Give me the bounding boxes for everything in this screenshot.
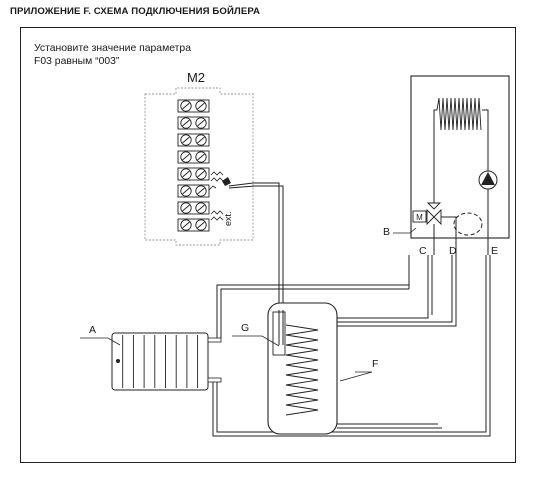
terminal-block-m2: M2 ext. <box>144 70 254 246</box>
label-f: F <box>372 358 378 370</box>
label-e: E <box>491 245 498 257</box>
label-g: G <box>241 322 249 334</box>
sensor-symbol <box>208 171 224 221</box>
terminal-screws <box>177 99 210 232</box>
instruction-line-1: Установите значение параметра <box>34 43 191 54</box>
three-way-valve-icon <box>426 208 442 226</box>
callouts <box>80 227 417 382</box>
ext-label: ext. <box>223 211 233 226</box>
pipework <box>212 255 491 437</box>
label-d: D <box>449 245 457 257</box>
radiator <box>111 332 222 391</box>
valve-motor-box <box>412 210 427 223</box>
label-a: A <box>89 324 96 336</box>
label-b: B <box>383 226 390 238</box>
hot-water-cylinder <box>267 302 338 435</box>
boiler-unit: M <box>410 75 510 255</box>
diagram-frame <box>20 27 516 463</box>
page-heading: ПРИЛОЖЕНИЕ F. СХЕМА ПОДКЛЮЧЕНИЯ БОЙЛЕРА <box>10 6 261 17</box>
probe-connector-icon <box>222 177 231 186</box>
expansion-vessel-outline <box>453 212 483 236</box>
label-c: C <box>419 245 427 257</box>
svg-text:M: M <box>416 213 423 222</box>
instruction-line-2: F03 равным “003” <box>34 56 120 67</box>
terminal-title: M2 <box>187 70 205 85</box>
